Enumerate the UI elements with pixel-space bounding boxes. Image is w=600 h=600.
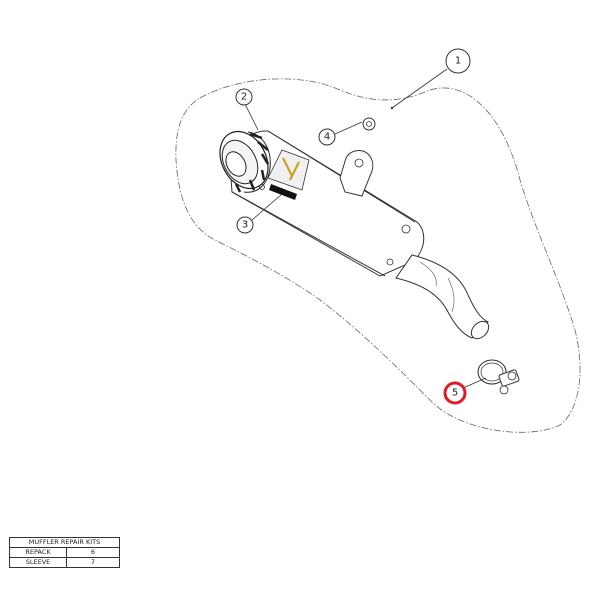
callout-4: 4 xyxy=(318,128,336,146)
mounting-bracket xyxy=(339,150,374,197)
kit-ref: 6 xyxy=(66,547,120,558)
callout-2: 2 xyxy=(235,88,253,106)
leader-line-2 xyxy=(244,103,259,131)
kit-ref: 7 xyxy=(66,557,120,568)
table-title: MUFFLER REPAIR KITS xyxy=(9,537,120,548)
callout-5-highlighted: 5 xyxy=(443,381,467,405)
washer xyxy=(362,117,376,131)
leader-line-4 xyxy=(334,121,363,135)
leader-dot-1 xyxy=(390,106,394,110)
logo-badge xyxy=(267,149,310,200)
link-pipe xyxy=(395,254,490,340)
leader-line-3 xyxy=(251,193,283,221)
callout-2-label: 2 xyxy=(241,92,247,103)
leader-line-1 xyxy=(391,68,448,109)
leader-line-5 xyxy=(462,377,487,389)
kit-name: REPACK xyxy=(9,547,67,558)
callout-4-label: 4 xyxy=(324,132,330,143)
callout-5-label: 5 xyxy=(452,388,458,399)
kit-name: SLEEVE xyxy=(9,557,67,568)
exhaust-clamp xyxy=(477,359,520,395)
table-row: REPACK 6 xyxy=(9,547,120,558)
end-cap xyxy=(219,130,271,193)
callout-3: 3 xyxy=(236,216,254,234)
muffler-repair-kits-table: MUFFLER REPAIR KITS REPACK 6 SLEEVE 7 xyxy=(9,537,120,568)
table-row: SLEEVE 7 xyxy=(9,557,120,568)
callout-1-label: 1 xyxy=(455,56,461,67)
table-header-row: MUFFLER REPAIR KITS xyxy=(9,537,120,548)
callout-1: 1 xyxy=(445,48,471,74)
callout-3-label: 3 xyxy=(242,220,248,231)
